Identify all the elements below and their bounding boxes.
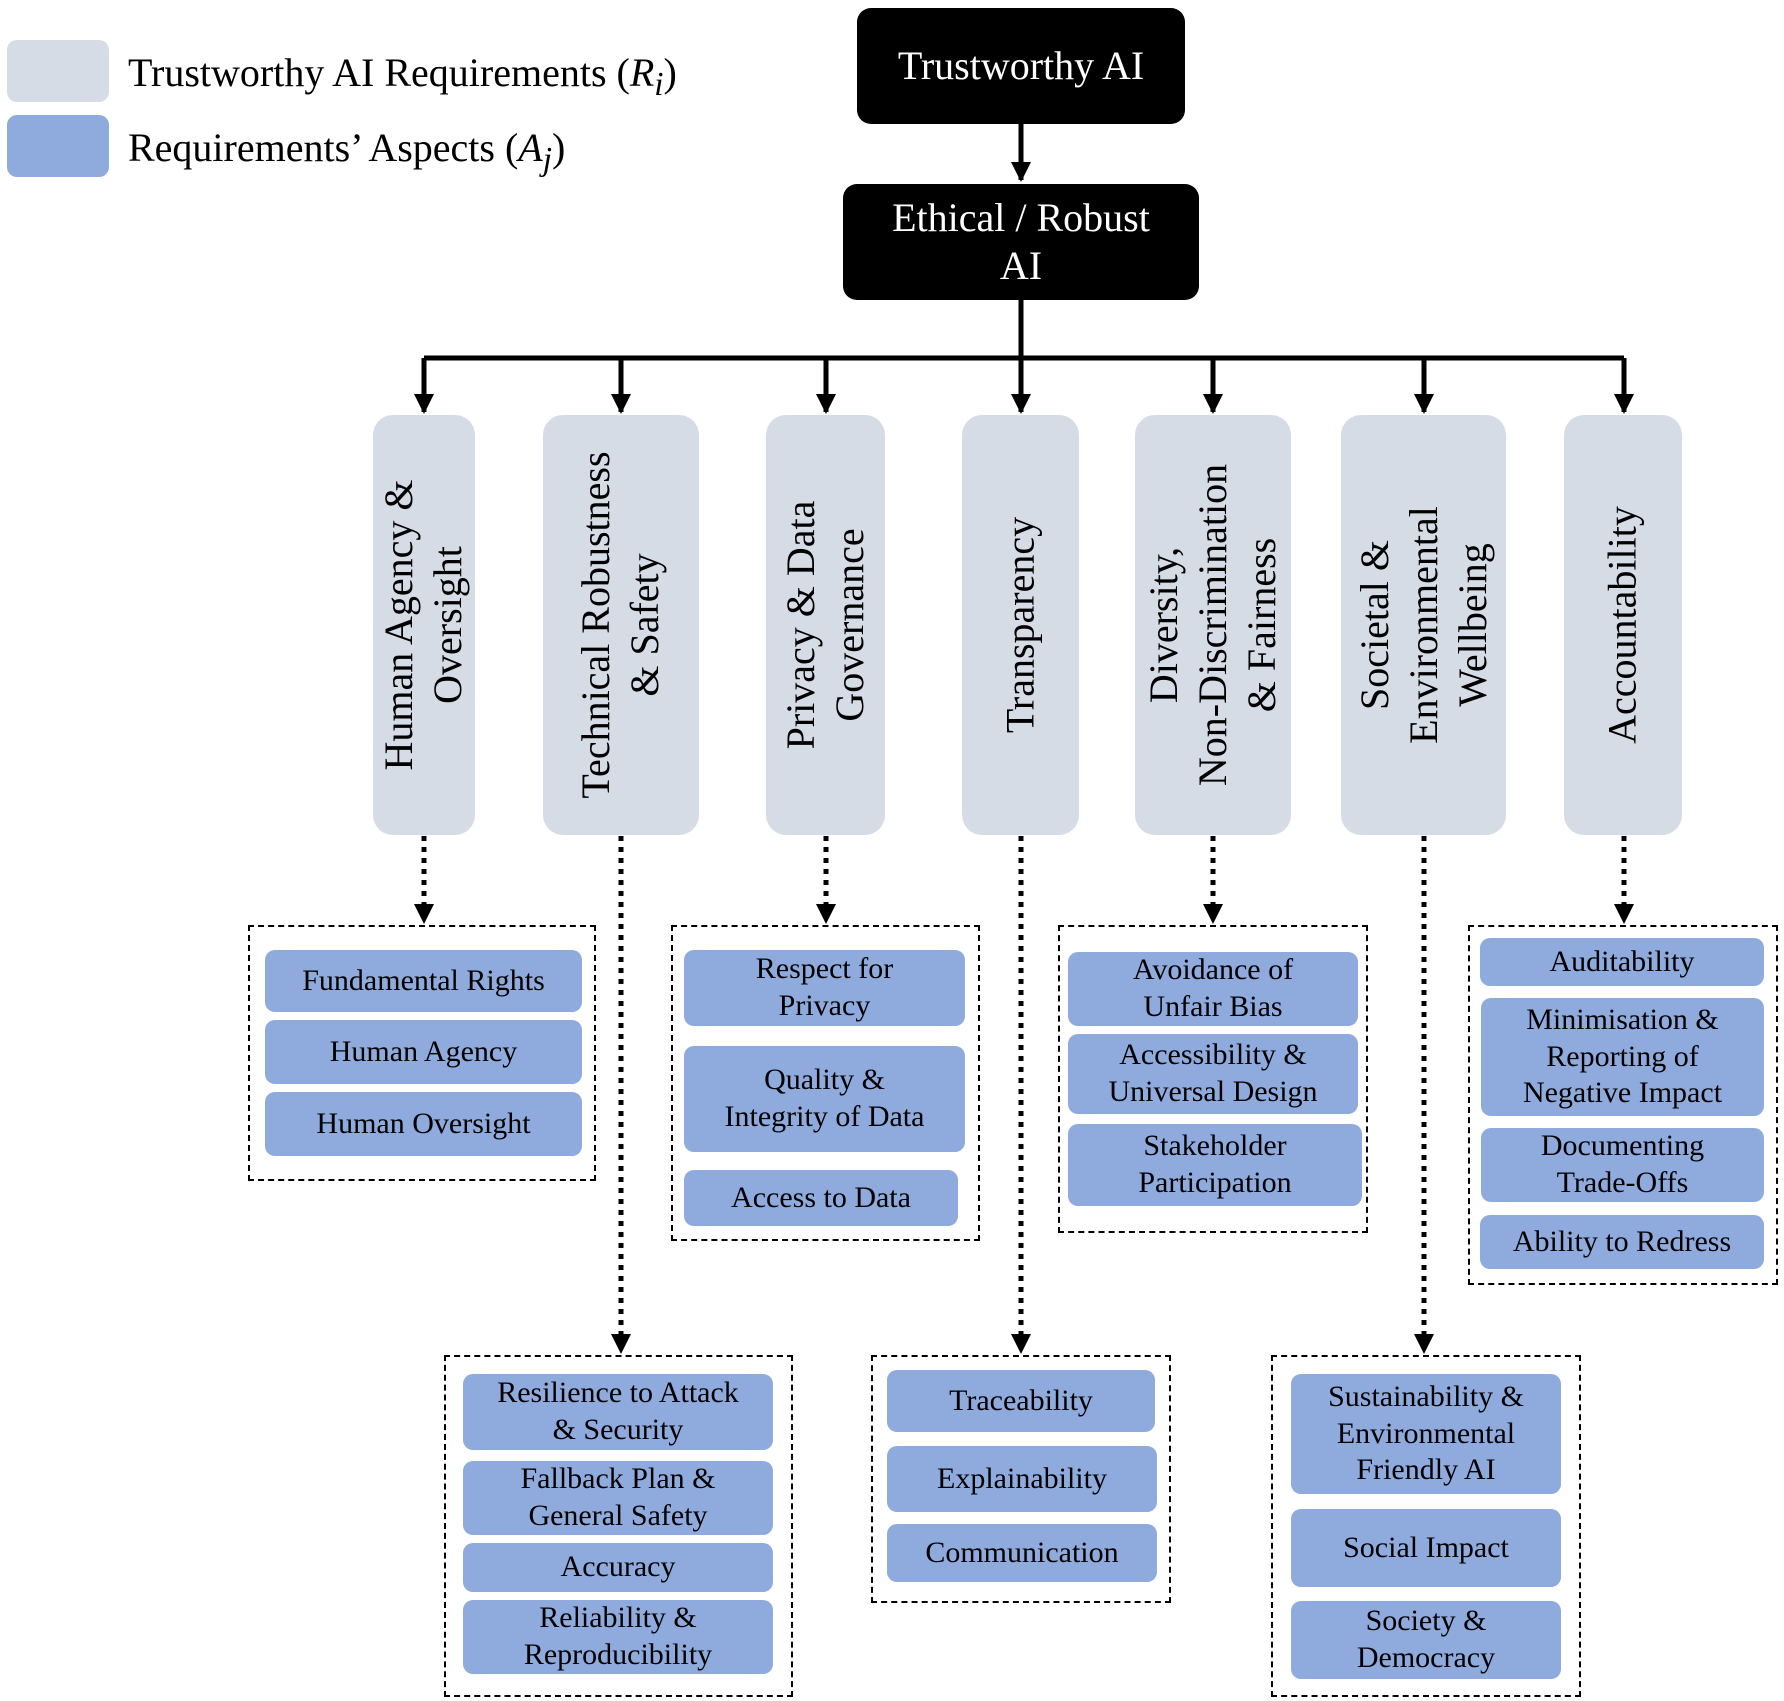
- legend-swatch-aspects: [7, 115, 109, 177]
- legend-aspects-symbol: A: [518, 125, 543, 170]
- legend-requirements-text: Trustworthy AI Requirements: [128, 50, 617, 95]
- legend-aspects-subscript: j: [542, 141, 552, 178]
- requirement-accountability: Accountability: [1564, 415, 1682, 835]
- aspect-item: Fallback Plan & General Safety: [463, 1461, 773, 1535]
- requirement-label: Technical Robustness & Safety: [573, 451, 667, 799]
- requirement-privacy: Privacy & Data Governance: [766, 415, 885, 835]
- requirement-label: Human Agency & Oversight: [376, 479, 470, 771]
- aspect-item: Society & Democracy: [1291, 1601, 1561, 1679]
- aspect-item: Traceability: [887, 1370, 1155, 1432]
- aspect-group-diversity: [1058, 925, 1368, 1233]
- aspect-item: Sustainability & Environmental Friendly …: [1291, 1374, 1561, 1494]
- aspect-group-privacy: [671, 925, 980, 1241]
- requirement-transparency: Transparency: [962, 415, 1079, 835]
- aspect-item: Auditability: [1480, 938, 1764, 986]
- aspect-group-accountability: [1468, 925, 1778, 1285]
- requirement-societal: Societal & Environmental Wellbeing: [1341, 415, 1506, 835]
- aspect-group-transparency: [871, 1355, 1171, 1603]
- legend-swatch-requirements: [7, 40, 109, 102]
- requirement-diversity: Diversity, Non-Discrimination & Fairness: [1135, 415, 1291, 835]
- legend-label-requirements: Trustworthy AI Requirements (Ri): [128, 50, 677, 103]
- requirement-label: Transparency: [997, 516, 1043, 734]
- aspect-item: Documenting Trade-Offs: [1481, 1128, 1764, 1202]
- aspect-group-societal: [1271, 1355, 1581, 1697]
- aspect-item: Ability to Redress: [1480, 1215, 1764, 1269]
- aspect-item: Avoidance of Unfair Bias: [1068, 952, 1358, 1026]
- legend-label-aspects: Requirements’ Aspects (Aj): [128, 125, 566, 178]
- legend-requirements-subscript: i: [654, 66, 664, 103]
- aspect-item: Stakeholder Participation: [1068, 1124, 1362, 1206]
- aspect-item: Resilience to Attack & Security: [463, 1374, 773, 1450]
- aspect-item: Access to Data: [684, 1170, 958, 1226]
- aspect-item: Accuracy: [463, 1543, 773, 1592]
- legend-aspects-text: Requirements’ Aspects: [128, 125, 505, 170]
- ethical-robust-label: Ethical / Robust AI: [892, 195, 1150, 288]
- requirement-label: Diversity, Non-Discrimination & Fairness: [1140, 463, 1284, 787]
- requirement-label: Accountability: [1599, 506, 1645, 744]
- aspect-item: Social Impact: [1291, 1509, 1561, 1587]
- aspect-item: Quality & Integrity of Data: [684, 1046, 965, 1152]
- requirement-label: Societal & Environmental Wellbeing: [1351, 506, 1494, 744]
- legend-requirements-symbol: R: [629, 50, 655, 95]
- aspect-item: Respect for Privacy: [684, 950, 965, 1026]
- aspect-group-technical-robustness: [444, 1355, 793, 1697]
- aspect-item: Human Agency: [265, 1020, 582, 1084]
- aspect-item: Communication: [887, 1524, 1157, 1582]
- aspect-item: Human Oversight: [265, 1092, 582, 1156]
- root-node-label: Trustworthy AI: [897, 43, 1145, 88]
- aspect-item: Explainability: [887, 1446, 1157, 1512]
- aspect-group-human-agency: [248, 925, 596, 1181]
- aspect-item: Accessibility & Universal Design: [1068, 1034, 1358, 1114]
- requirement-human-agency: Human Agency & Oversight: [373, 415, 475, 835]
- aspect-item: Reliability & Reproducibility: [463, 1600, 773, 1674]
- root-node: Trustworthy AI: [857, 8, 1185, 124]
- ethical-robust-node: Ethical / Robust AI: [843, 184, 1199, 300]
- requirement-label: Privacy & Data Governance: [777, 500, 872, 750]
- requirement-technical-robustness: Technical Robustness & Safety: [543, 415, 699, 835]
- aspect-item: Minimisation & Reporting of Negative Imp…: [1481, 998, 1764, 1116]
- aspect-item: Fundamental Rights: [265, 950, 582, 1012]
